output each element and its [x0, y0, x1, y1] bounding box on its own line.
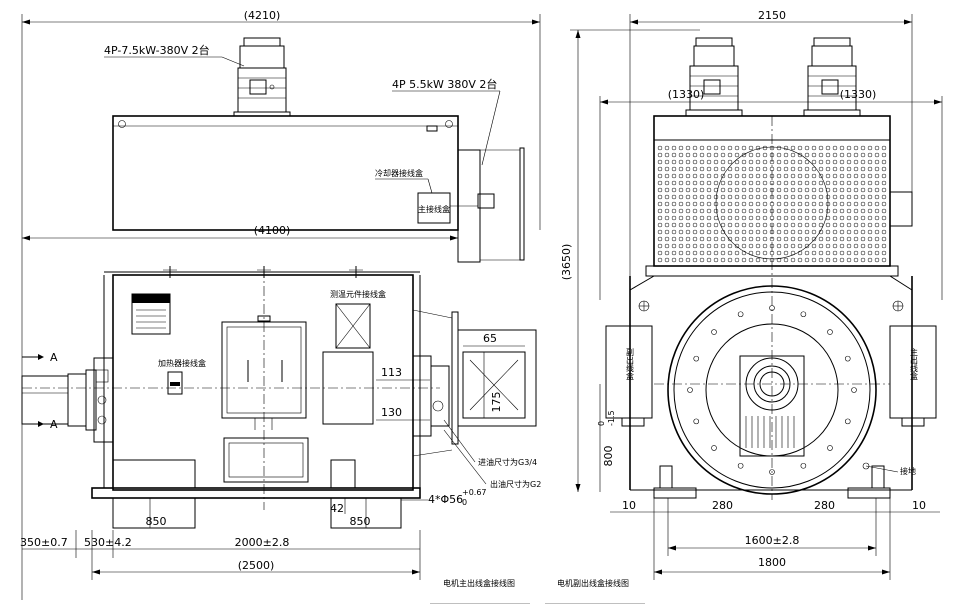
dim-overall-width: 2150 — [758, 9, 786, 22]
label-oil-out: 出油尺寸为G2 — [490, 479, 541, 489]
measure-junction-box — [335, 303, 371, 349]
dim-foot-left-10: 10 — [622, 499, 636, 512]
dim-overall-length: (4210) — [244, 9, 281, 22]
title-side-view: 电机副出线盒接线图 — [557, 578, 629, 588]
side-view: 2150 (3650) — [545, 9, 943, 604]
fan-motor-top — [233, 37, 291, 117]
section-mark-a-top: A — [50, 351, 58, 364]
dim-half-left: (1330) — [668, 88, 705, 101]
oil-cooler-box — [457, 329, 537, 427]
label-cooler-box: 冷却器接线盒 — [375, 168, 423, 178]
end-shield-bolts — [687, 305, 857, 475]
label-fan-motor-side: 4P 5.5kW 380V 2台 — [392, 77, 497, 91]
main-junction-box-small — [417, 192, 451, 224]
dim-65: 65 — [483, 332, 497, 345]
dim-175: 175 — [490, 392, 503, 413]
front-view: (4210) 4P-7.5kW-380V 2台 — [20, 9, 541, 604]
section-mark-a-bottom: A — [50, 418, 58, 431]
label-oil-in: 进油尺寸为G3/4 — [478, 457, 537, 467]
dim-side-foot-spacing: 1600±2.8 — [745, 534, 800, 547]
fan-motor-right — [803, 37, 861, 117]
label-aux-box: 副出线盒 — [626, 348, 635, 380]
perforation-pattern — [657, 145, 887, 263]
dim-42: 42 — [330, 502, 344, 515]
label-ground: 接地 — [900, 466, 916, 476]
label-main-box: 主出线盒 — [910, 347, 919, 380]
bearing-fins — [745, 416, 795, 448]
dim-body-length: (4100) — [254, 224, 291, 237]
side-frame — [629, 275, 913, 490]
dim-half-right: (1330) — [840, 88, 877, 101]
label-main-box-small: 主接线盒 — [418, 204, 450, 214]
dim-shaft-to-foot: 530±4.2 — [84, 536, 132, 549]
cooler-housing: 主接线盒 — [112, 115, 525, 263]
dim-bolt-tol-lower: 0 — [462, 498, 467, 507]
cooler-block — [645, 115, 913, 500]
dim-shaft-ext: 350±0.7 — [20, 536, 68, 549]
dim-foot-span-left: 850 — [146, 515, 167, 528]
bearing-end — [412, 309, 537, 457]
base-plate — [91, 487, 421, 529]
fan-motor-left — [685, 37, 743, 117]
dim-foot-span-right: 850 — [350, 515, 371, 528]
dim-foot-left-280: 280 — [712, 499, 733, 512]
dim-shaft-height-tol-upper: 0 — [597, 421, 606, 426]
dim-foot-right-10: 10 — [912, 499, 926, 512]
dim-base-length: (2500) — [238, 559, 275, 572]
dim-bolt-holes: 4*Φ56 — [428, 493, 463, 506]
side-feet — [630, 465, 912, 499]
end-shield — [654, 285, 890, 495]
heater-junction-box — [167, 371, 183, 395]
dim-113: 113 — [381, 366, 402, 379]
label-measure-box: 测温元件接线盒 — [330, 289, 386, 299]
access-cover-lower — [223, 437, 309, 483]
dim-foot-right-280: 280 — [814, 499, 835, 512]
stator-frame — [103, 266, 421, 491]
label-heater-box: 加热器接线盒 — [158, 358, 206, 368]
dim-height: (3650) — [560, 244, 573, 281]
title-front-view: 电机主出线盒接线图 — [443, 578, 515, 588]
label-fan-motor-top: 4P-7.5kW-380V 2台 — [104, 43, 210, 57]
shaft-end — [21, 357, 114, 443]
dim-shaft-height: 800 — [602, 446, 615, 467]
dim-130: 130 — [381, 406, 402, 419]
dim-shaft-height-tol-lower: -1.5 — [607, 410, 616, 426]
dim-bolt-tol-upper: +0.67 — [462, 488, 487, 497]
dim-base-width: 1800 — [758, 556, 786, 569]
dim-foot-spacing: 2000±2.8 — [235, 536, 290, 549]
